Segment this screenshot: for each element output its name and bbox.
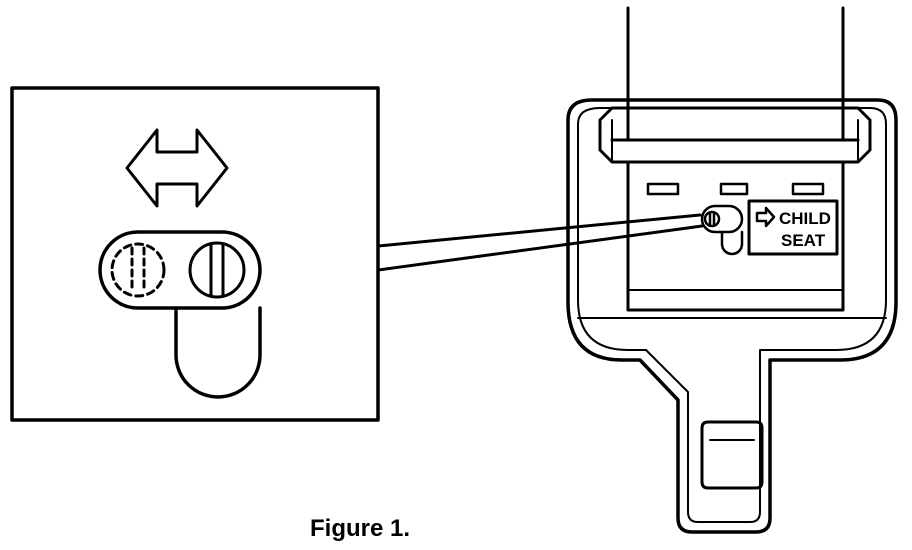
inset-frame — [10, 86, 380, 422]
seatbelt-buckle — [566, 6, 898, 534]
child-seat-label-line1: CHILD — [779, 209, 831, 228]
belt-clamp — [598, 106, 872, 164]
leader-lines — [376, 213, 704, 272]
tongue-slot — [700, 420, 764, 490]
buckle-inner-edge — [577, 107, 887, 523]
right-arrow-icon — [755, 206, 776, 228]
detail-inset — [10, 86, 380, 422]
belt-webbing — [626, 6, 845, 140]
figure-caption: Figure 1. — [310, 515, 411, 542]
buckle-housing — [566, 98, 898, 534]
buckle-switch-icon — [700, 204, 744, 256]
child-seat-label — [747, 199, 839, 256]
buckle-panel — [626, 160, 845, 312]
left-right-double-arrow-icon — [125, 128, 229, 208]
child-seat-label-line2: SEAT — [781, 231, 826, 250]
slotted-switch-icon — [98, 230, 262, 399]
